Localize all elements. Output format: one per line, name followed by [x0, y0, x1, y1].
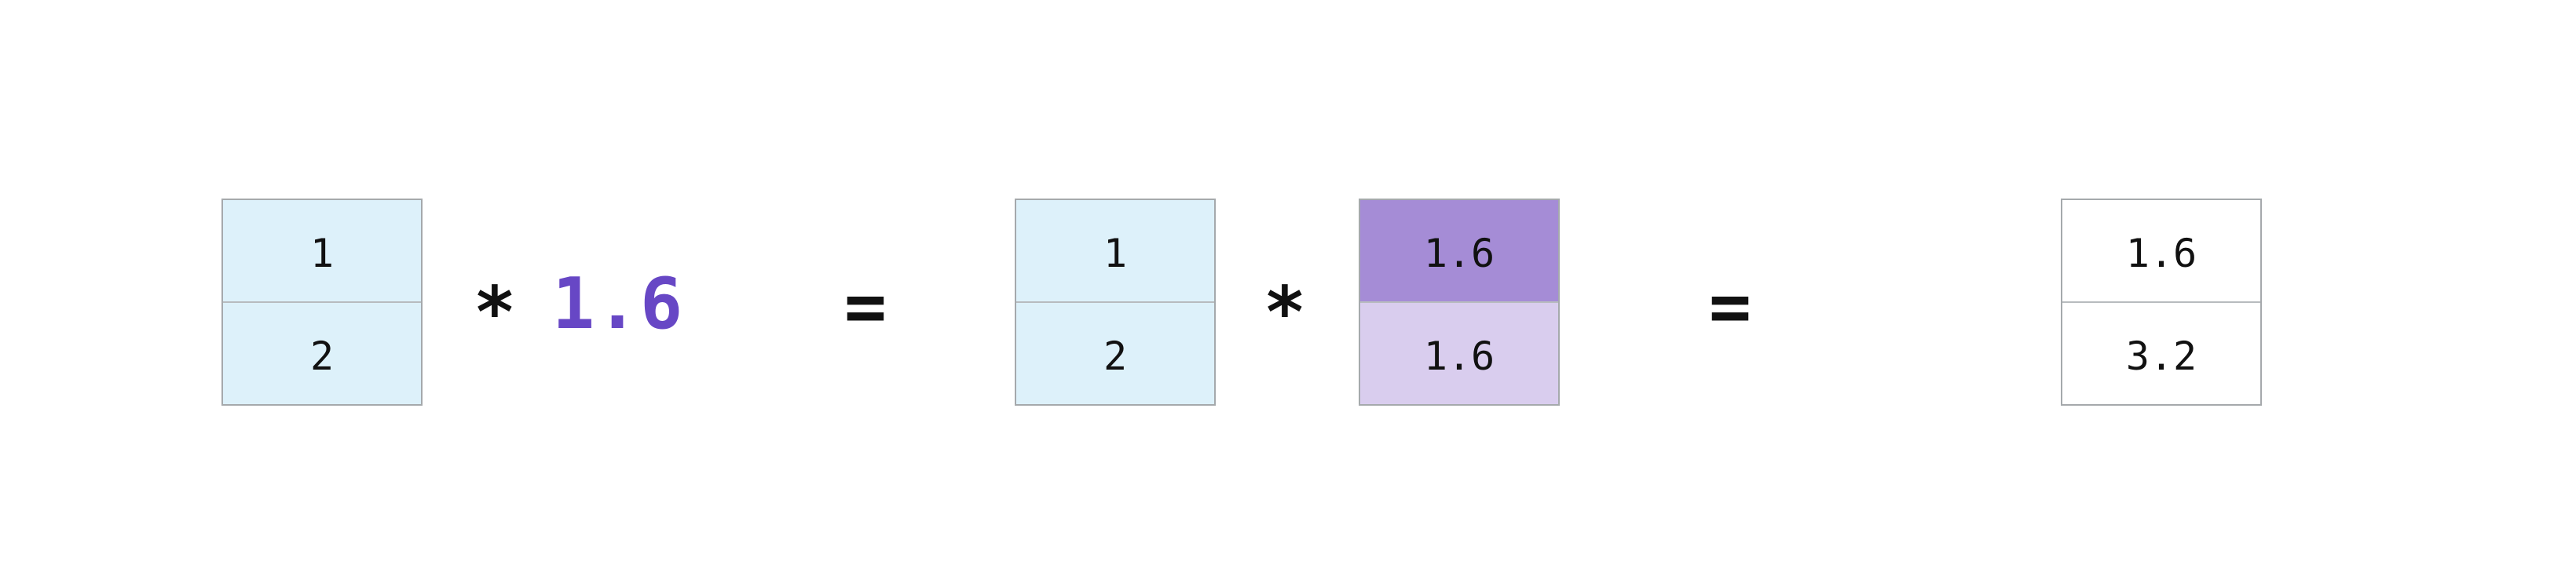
multiply-operator-2: *: [1263, 271, 1307, 354]
vector-a-cell-1: 2: [223, 301, 421, 404]
broadcast-cell-1: 1.6: [1360, 301, 1558, 404]
vector-a-cell-0: 1: [223, 200, 421, 301]
result-cell-0: 1.6: [2062, 200, 2260, 301]
broadcast-cell-0: 1.6: [1360, 200, 1558, 301]
vector-b-cell-0: 1: [1016, 200, 1214, 301]
result-cell-1: 3.2: [2062, 301, 2260, 404]
multiply-operator-1: *: [473, 271, 517, 354]
result-vector-table: 1.6 3.2: [2061, 199, 2262, 406]
scalar-value: 1.6: [552, 262, 684, 345]
equals-operator-2: =: [1708, 265, 1752, 348]
broadcast-vector-table: 1.6 1.6: [1359, 199, 1560, 406]
input-vector-b-table: 1 2: [1015, 199, 1216, 406]
input-vector-a-table: 1 2: [221, 199, 423, 406]
vector-b-cell-1: 2: [1016, 301, 1214, 404]
equals-operator-1: =: [843, 265, 887, 348]
